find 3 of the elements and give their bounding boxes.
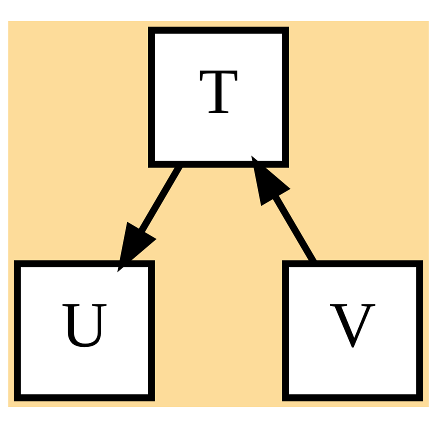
node-box: V xyxy=(282,260,424,402)
node-box: T xyxy=(148,26,289,168)
node-box: U xyxy=(14,260,155,402)
